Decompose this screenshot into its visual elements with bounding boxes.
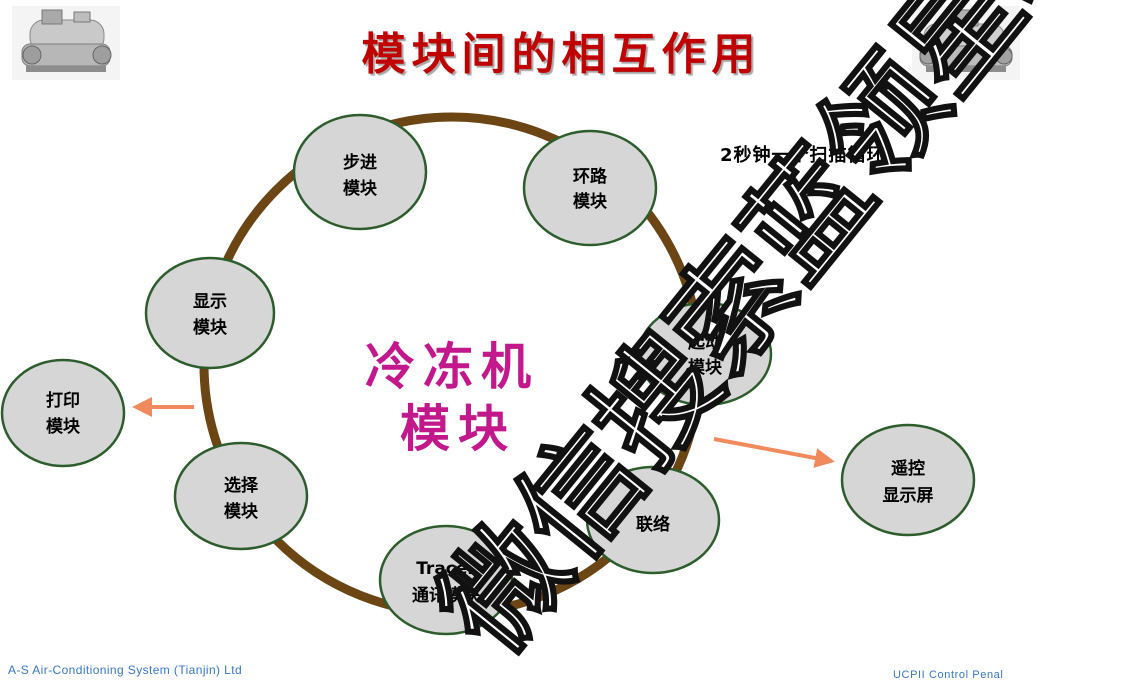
chiller-unit-icon-right — [912, 6, 1020, 80]
scan-cycle-note: 2秒钟一个扫描循环 — [720, 145, 886, 166]
node-step-module: 步进 模块 — [292, 113, 428, 231]
node-label: 模块 — [193, 317, 228, 338]
node-label: Tracer — [416, 559, 476, 579]
node-label: 模块 — [46, 416, 81, 437]
node-display-module: 显示 模块 — [144, 256, 276, 370]
center-chiller-module-label: 冷冻机 模块 — [365, 338, 539, 458]
slide-title: 模块间的相互作用 — [361, 29, 762, 80]
node-label: 联络 — [636, 514, 670, 535]
node-select-module: 选择 模块 — [173, 441, 309, 551]
node-label: 起动 — [687, 332, 722, 353]
node-start-module: 起动 模块 — [637, 301, 773, 407]
node-remote-display: 遥控 显示屏 — [840, 423, 976, 537]
node-print-module: 打印 模块 — [0, 358, 126, 468]
node-label: 模块 — [343, 178, 378, 199]
center-label-line-1: 冷冻机 — [365, 338, 539, 396]
node-label: 显示屏 — [883, 486, 934, 506]
node-label: 环路 — [573, 166, 608, 187]
chiller-unit-icon-left — [12, 6, 120, 80]
node-label: 步进 — [343, 152, 377, 173]
node-tracer-module: Tracer 通讯模块 — [378, 524, 514, 636]
footer-company: A-S Air-Conditioning System (Tianjin) Lt… — [8, 663, 243, 677]
node-label: 选择 — [224, 475, 259, 496]
footer-panel-name: UCPII Control Penal — [893, 669, 1004, 681]
arrow-to-remote — [713, 437, 835, 468]
node-label: 模块 — [688, 357, 723, 378]
node-label: 模块 — [224, 501, 259, 522]
node-label: 模块 — [573, 191, 608, 212]
node-label: 显示 — [193, 292, 227, 312]
node-link-module: 联络 — [585, 465, 721, 575]
center-label-line-2: 模块 — [400, 400, 516, 458]
node-label: 通讯模块 — [412, 585, 481, 606]
node-loop-module: 环路 模块 — [522, 129, 658, 247]
node-label: 打印 — [46, 390, 80, 411]
node-label: 遥控 — [891, 458, 925, 479]
